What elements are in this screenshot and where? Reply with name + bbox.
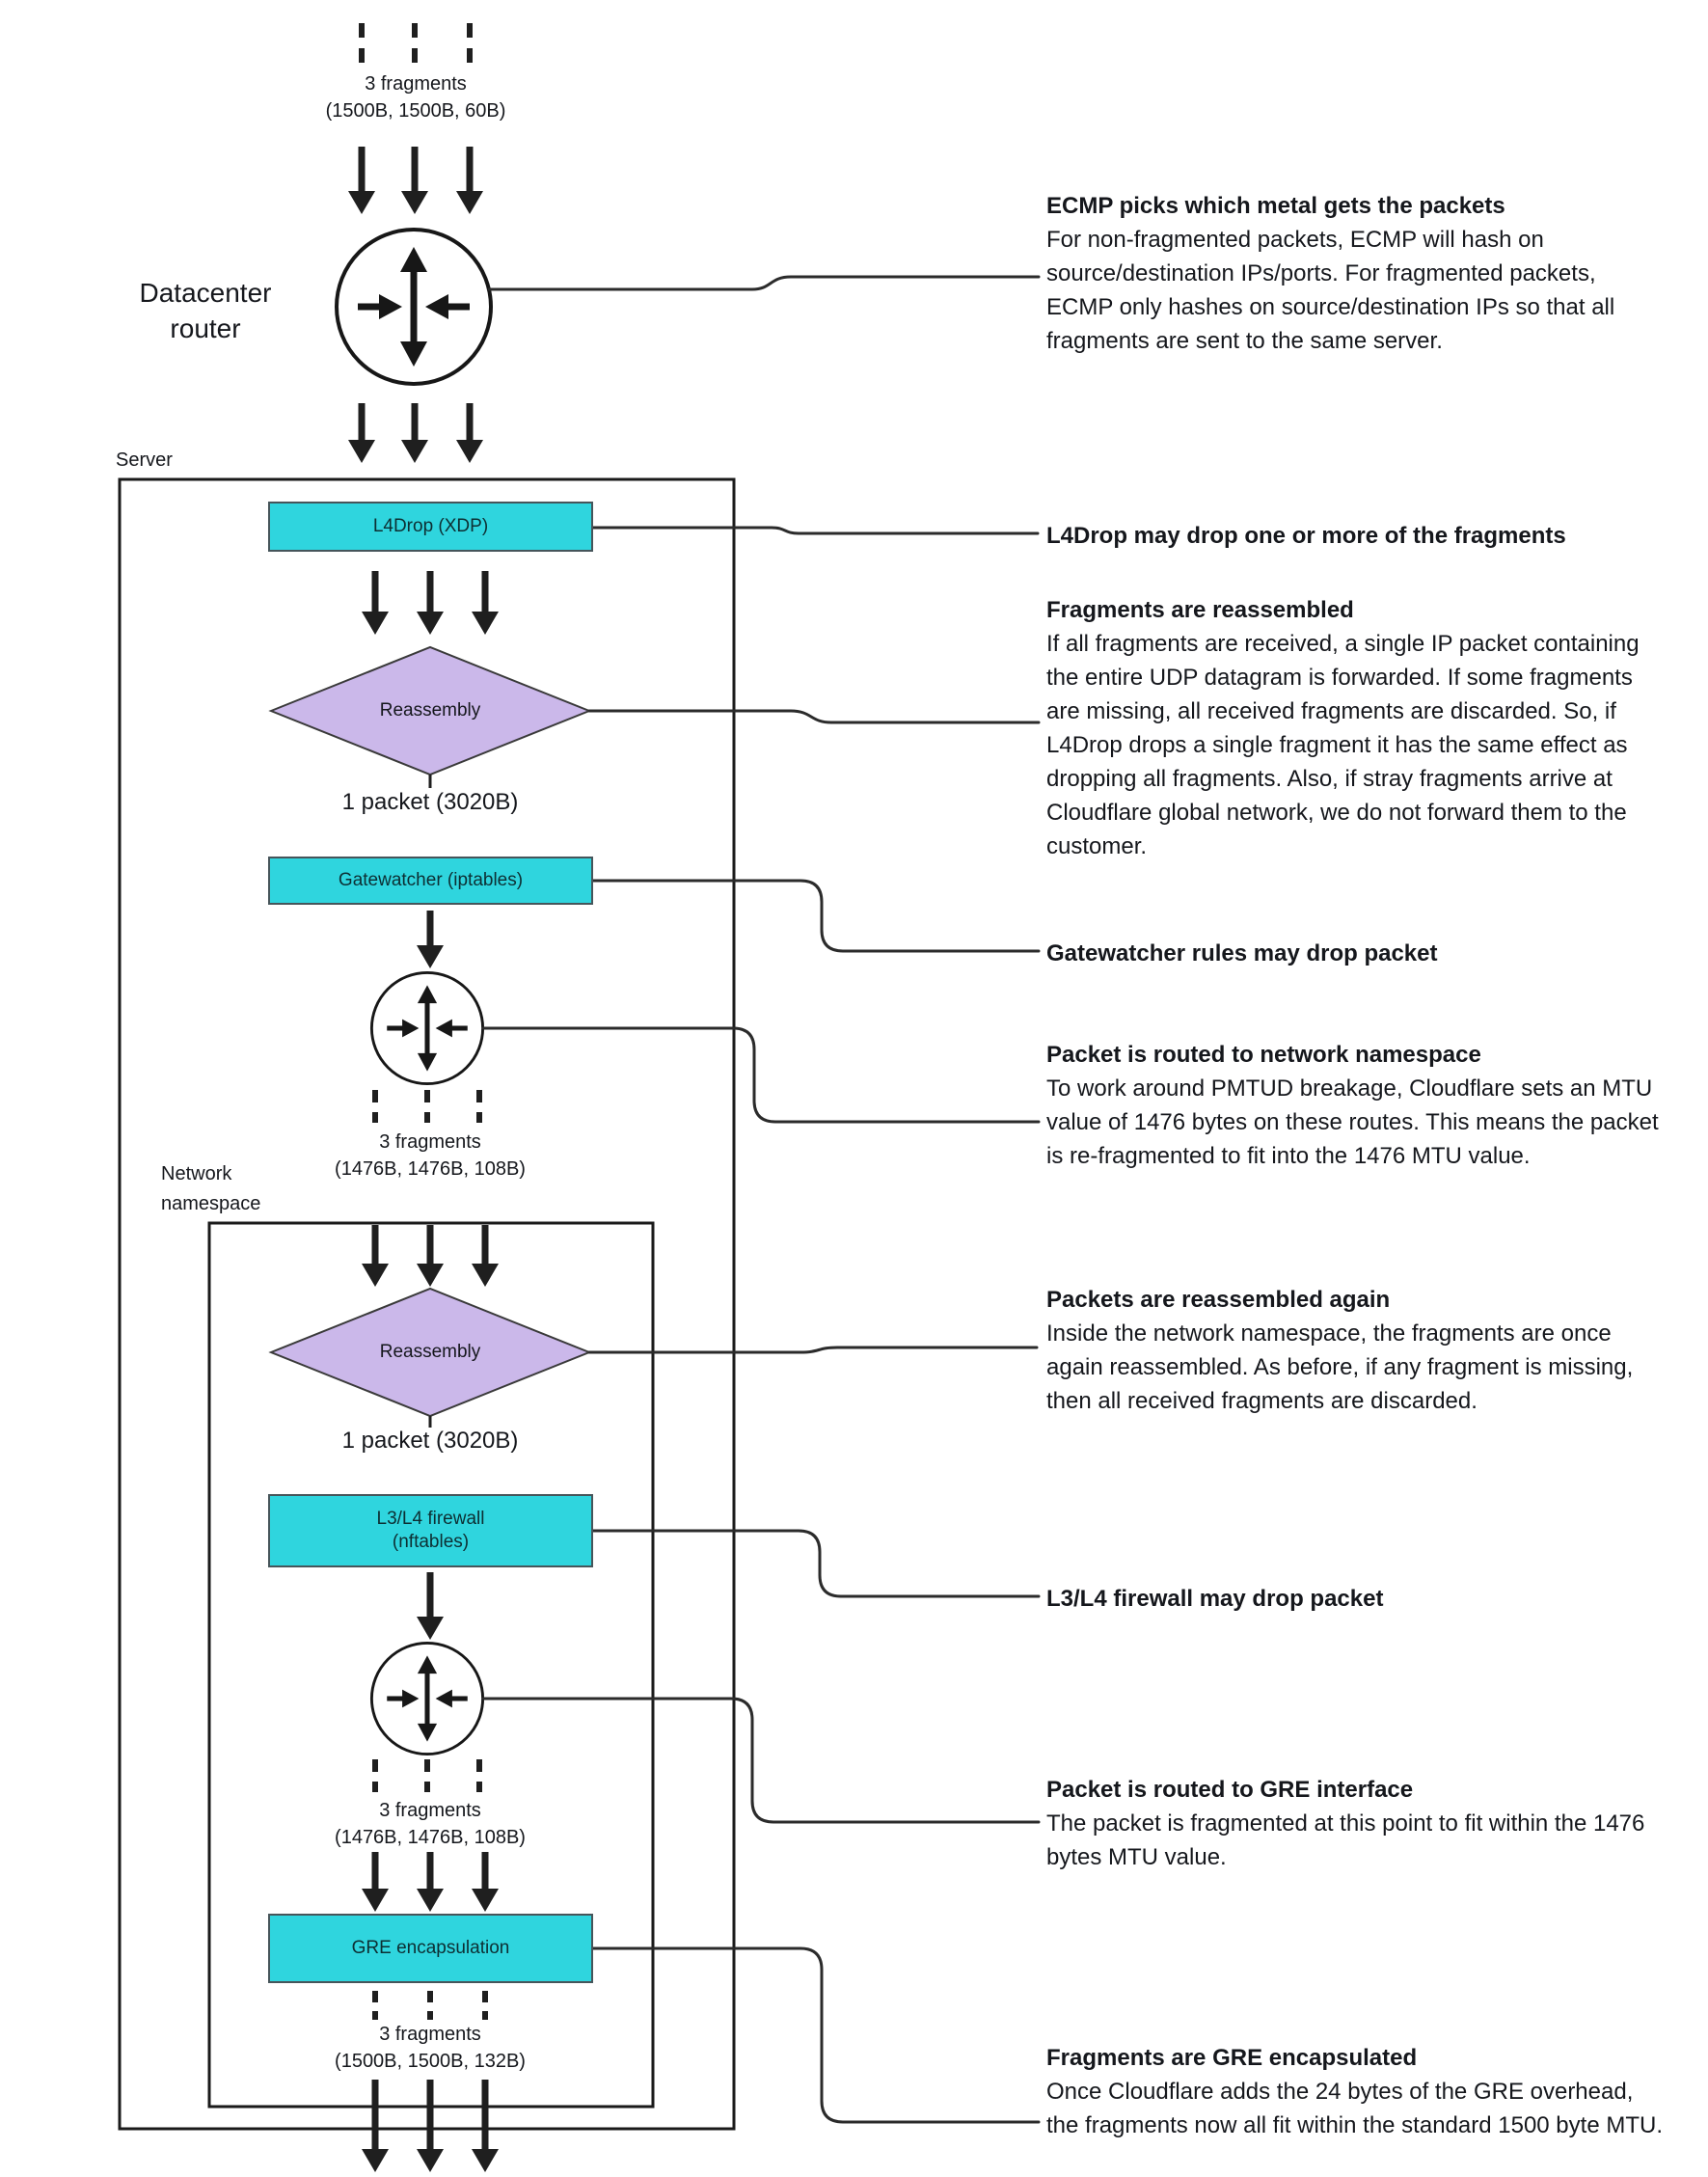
l3l4-firewall-box-label-line2: (nftables)	[392, 1532, 470, 1552]
network-namespace-label: Network namespace	[161, 1159, 260, 1219]
annotation-body: The packet is fragmented at this point t…	[1046, 1810, 1645, 1870]
callout-connectors	[481, 275, 1041, 2124]
datacenter-router-label-line2: router	[170, 313, 241, 343]
annotation-gatewatcher: Gatewatcher rules may drop packet	[1046, 937, 1668, 970]
mid-fragments-sizes: (1476B, 1476B, 108B)	[335, 1158, 526, 1180]
gatewatcher-box-label: Gatewatcher (iptables)	[338, 870, 524, 890]
connector-gre	[591, 1946, 1041, 2124]
packet-2-label: 1 packet (3020B)	[341, 1428, 519, 1454]
connector-l4drop	[591, 526, 1040, 535]
annotation-title: L4Drop may drop one or more of the fragm…	[1046, 523, 1566, 549]
annotation-title: Packet is routed to network namespace	[1046, 1042, 1481, 1068]
top-fragments-sizes: (1500B, 1500B, 60B)	[325, 100, 506, 122]
annotation-title: Fragments are GRE encapsulated	[1046, 2045, 1418, 2071]
annotation-body: To work around PMTUD breakage, Cloudflar…	[1046, 1075, 1659, 1169]
connector-firewall	[591, 1529, 1041, 1598]
annotation-body: For non-fragmented packets, ECMP will ha…	[1046, 227, 1615, 354]
packet-1-label: 1 packet (3020B)	[341, 789, 519, 815]
pre-gre-fragments-sizes: (1476B, 1476B, 108B)	[335, 1827, 526, 1848]
gatewatcher-box: Gatewatcher (iptables)	[268, 857, 593, 905]
annotation-body: If all fragments are received, a single …	[1046, 631, 1640, 859]
annotation-gre-encapsulated: Fragments are GRE encapsulated Once Clou…	[1046, 2041, 1668, 2142]
connector-route-gre	[481, 1697, 1041, 1824]
gre-encapsulation-box: GRE encapsulation	[268, 1914, 593, 1983]
annotation-route-gre: Packet is routed to GRE interface The pa…	[1046, 1773, 1668, 1874]
l4drop-box: L4Drop (XDP)	[268, 502, 593, 552]
fragment-dashes-gre-out	[372, 1991, 488, 2020]
datacenter-router-label-line1: Datacenter	[139, 278, 272, 308]
arrows-exit-bottom	[362, 2080, 499, 2172]
arrow-firewall-to-route	[417, 1572, 444, 1640]
connector-reassembly-2	[587, 1346, 1039, 1354]
arrows-into-gre	[362, 1852, 499, 1912]
bottom-fragments-label: 3 fragments	[379, 2024, 481, 2045]
connector-ecmp	[487, 275, 1041, 291]
l4drop-box-label: L4Drop (XDP)	[372, 516, 489, 536]
arrows-l4drop-to-reassembly	[362, 571, 499, 635]
connector-reassembly-1	[587, 709, 1041, 724]
fragment-dashes-mid-1	[372, 1090, 482, 1123]
annotation-reassembled-again: Packets are reassembled again Inside the…	[1046, 1283, 1668, 1418]
bottom-fragments-sizes: (1500B, 1500B, 132B)	[335, 2051, 526, 2072]
l3l4-firewall-box: L3/L4 firewall (nftables)	[268, 1494, 593, 1567]
arrows-into-namespace	[362, 1225, 499, 1287]
annotation-title: Gatewatcher rules may drop packet	[1046, 940, 1438, 966]
arrows-into-router	[348, 147, 483, 214]
l3l4-firewall-box-label-line1: L3/L4 firewall	[376, 1509, 485, 1529]
pre-gre-fragments-label: 3 fragments	[379, 1800, 481, 1821]
annotation-title: ECMP picks which metal gets the packets	[1046, 193, 1505, 219]
annotation-body: Once Cloudflare adds the 24 bytes of the…	[1046, 2079, 1663, 2138]
reassembly-2-label: Reassembly	[379, 1342, 481, 1362]
network-namespace-label-line1: Network	[161, 1163, 232, 1184]
server-box-label: Server	[116, 449, 173, 471]
annotation-body: Inside the network namespace, the fragme…	[1046, 1320, 1634, 1414]
reassembly-1-label: Reassembly	[379, 700, 481, 721]
annotation-title: Packets are reassembled again	[1046, 1287, 1391, 1313]
arrow-gatewatcher-to-route	[417, 911, 444, 968]
top-fragments-label: 3 fragments	[365, 73, 467, 95]
connector-route-namespace	[481, 1026, 1041, 1124]
gre-encapsulation-box-label: GRE encapsulation	[351, 1938, 510, 1958]
annotation-title: Packet is routed to GRE interface	[1046, 1777, 1414, 1803]
annotation-ecmp: ECMP picks which metal gets the packets …	[1046, 189, 1668, 358]
router-icon	[369, 1641, 485, 1756]
annotation-reassembled: Fragments are reassembled If all fragmen…	[1046, 593, 1668, 863]
router-icon	[369, 970, 485, 1086]
router-icon	[335, 228, 493, 386]
network-namespace-label-line2: namespace	[161, 1193, 261, 1214]
connector-gatewatcher	[591, 879, 1041, 953]
annotation-route-namespace: Packet is routed to network namespace To…	[1046, 1038, 1668, 1173]
annotation-l4drop: L4Drop may drop one or more of the fragm…	[1046, 519, 1668, 553]
arrows-router-to-server	[348, 403, 483, 463]
top-fragment-dashes	[359, 23, 473, 64]
annotation-title: L3/L4 firewall may drop packet	[1046, 1586, 1384, 1612]
annotation-firewall: L3/L4 firewall may drop packet	[1046, 1582, 1668, 1616]
datacenter-router-label: Datacenter router	[61, 275, 350, 346]
fragment-dashes-mid-2	[372, 1759, 482, 1792]
mid-fragments-label: 3 fragments	[379, 1131, 481, 1153]
annotation-title: Fragments are reassembled	[1046, 597, 1354, 623]
